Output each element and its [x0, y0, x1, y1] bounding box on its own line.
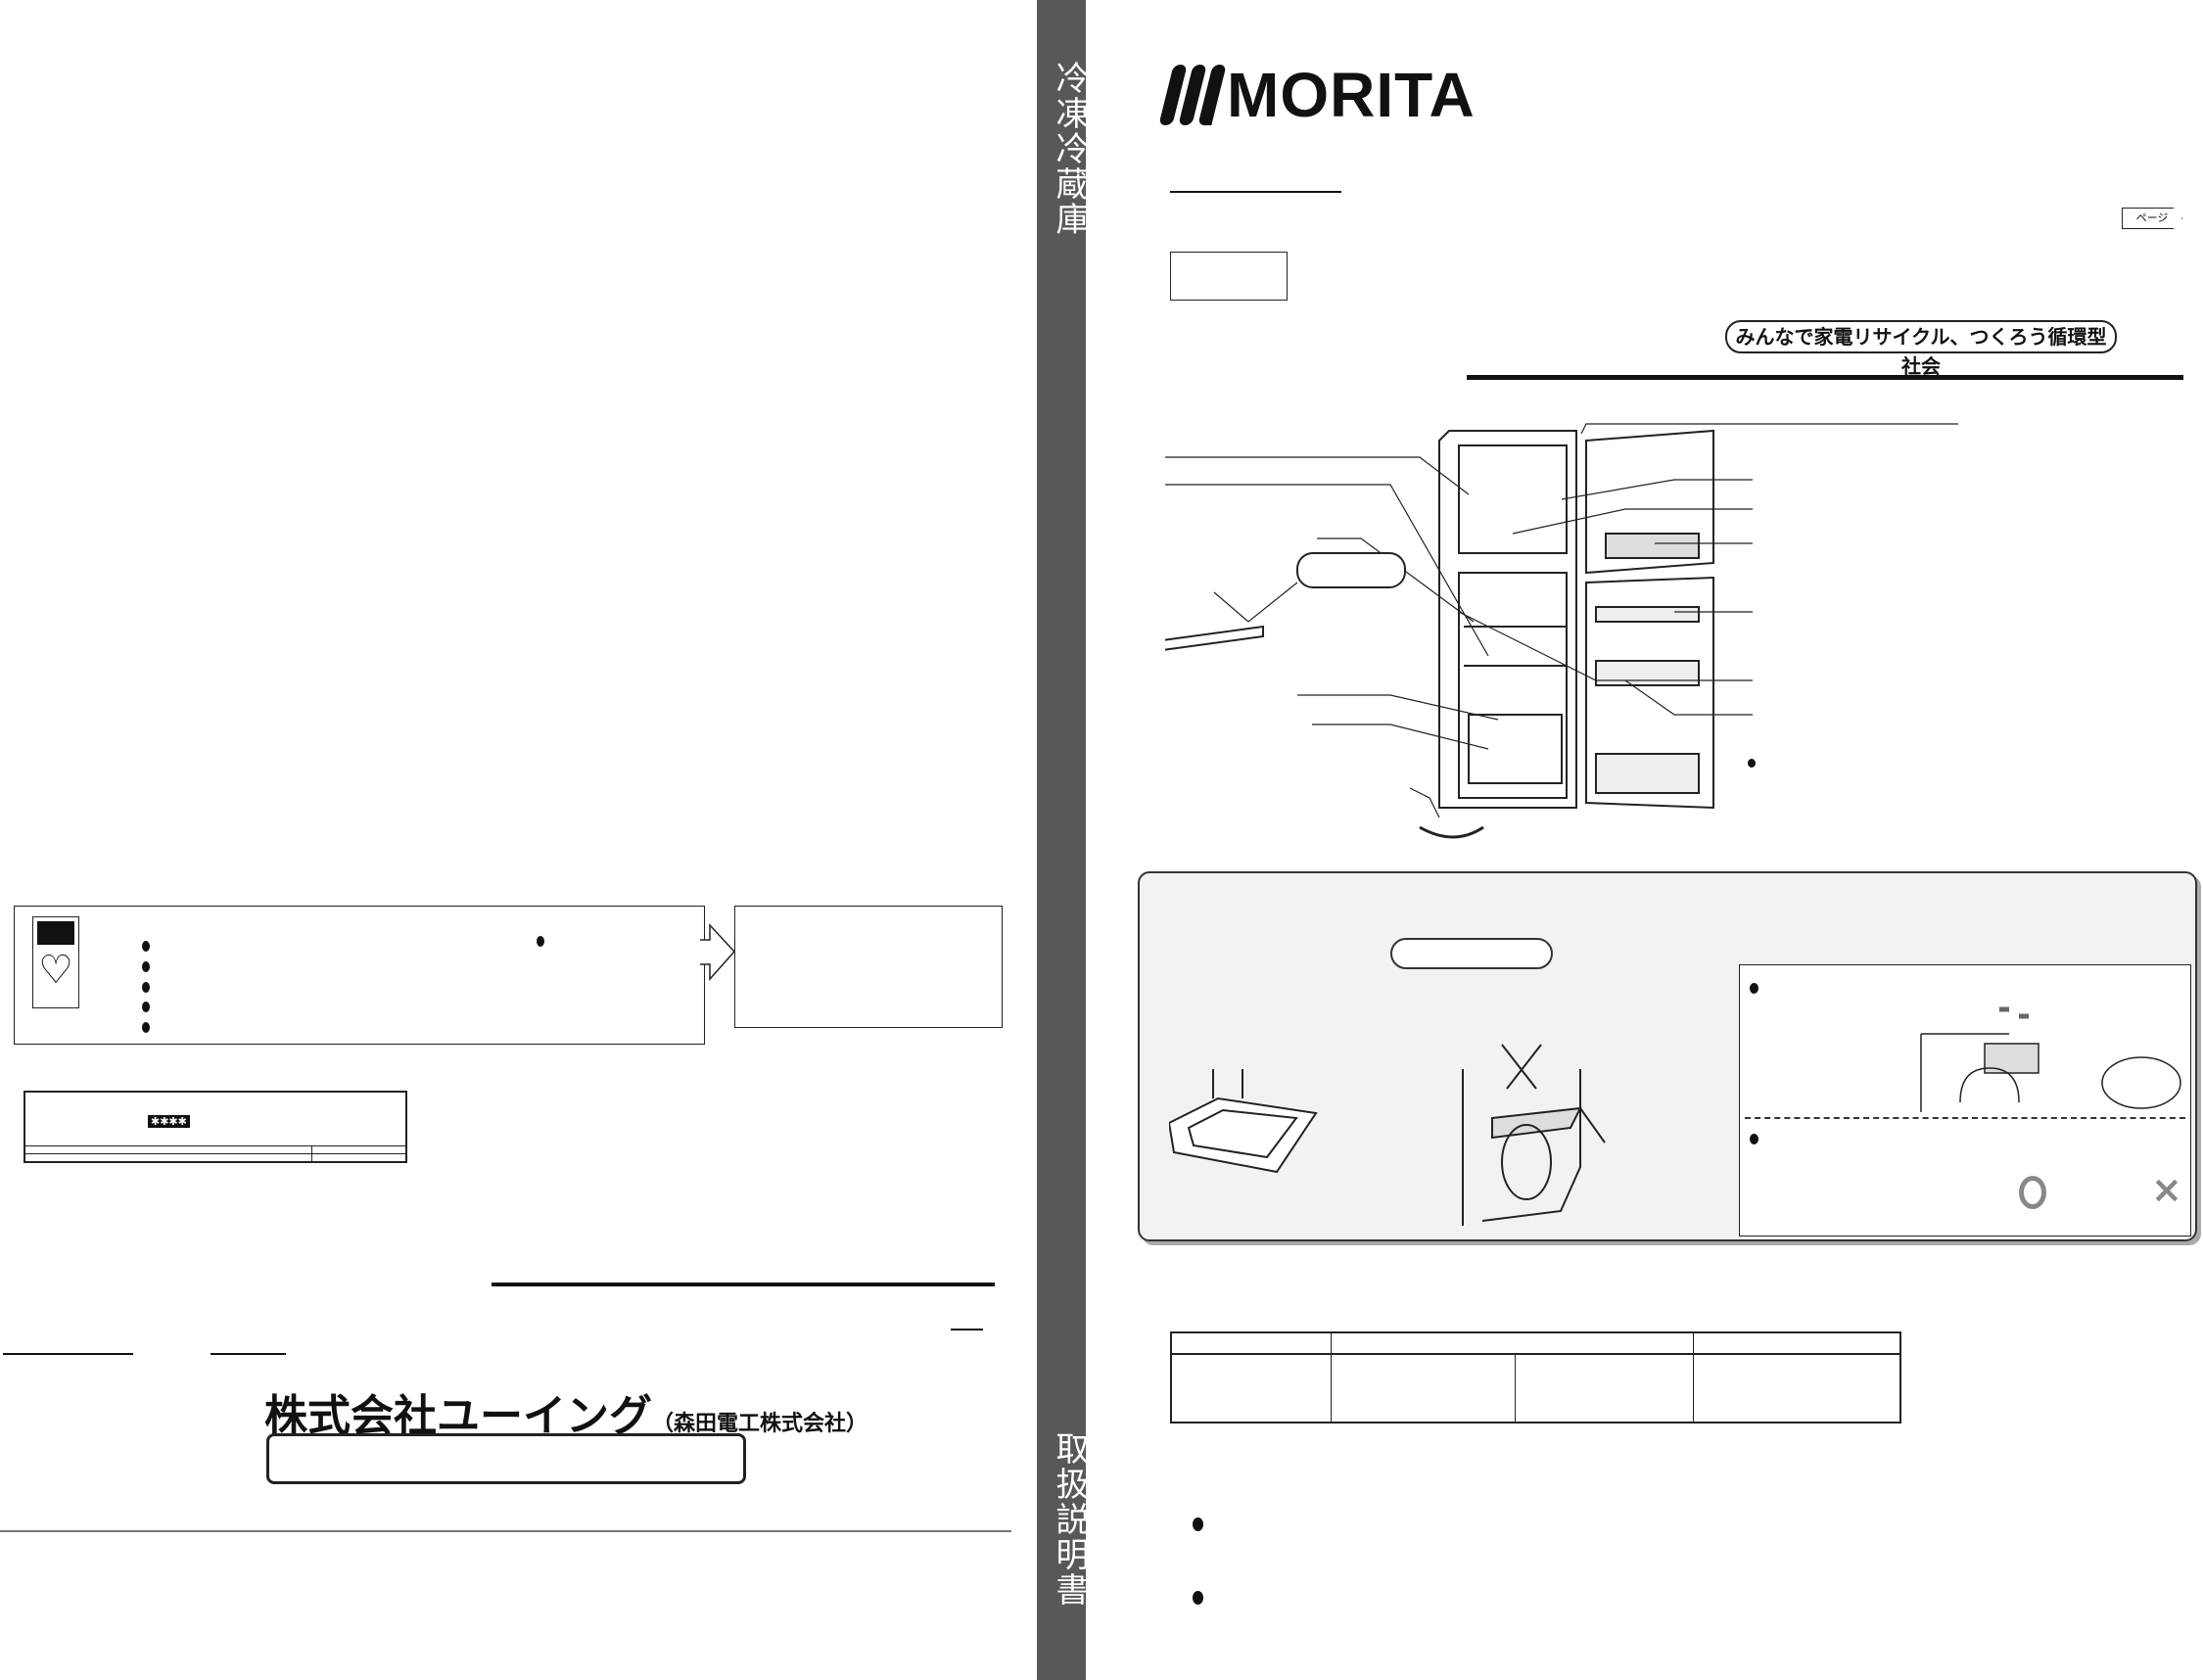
fridge-parts-diagram [1165, 423, 1958, 839]
table-header-cell [1331, 1332, 1694, 1354]
company-name-text: 株式会社ユーイング [264, 1391, 652, 1441]
bullet [1748, 759, 1756, 768]
arrow-right-icon [700, 923, 736, 981]
bullet [142, 961, 150, 972]
spec-table [1170, 1331, 1901, 1423]
vegetable-case [1468, 714, 1563, 784]
company-parent-text: （森田電工株式会社） [652, 1412, 868, 1436]
energy-saving-box: ♡ [14, 906, 705, 1045]
model-underline [1170, 191, 1341, 193]
bullet [1750, 983, 1758, 994]
wrong-x-icon: × [2151, 1168, 2182, 1211]
heart-plug-icon: ♡ [32, 916, 79, 1008]
bullet [142, 1002, 150, 1012]
freezer-rating-table: ✱✱✱✱ [23, 1091, 407, 1163]
ice-tray-illustration [1169, 1044, 1606, 1226]
bullet [1193, 1517, 1203, 1531]
egg-case-callout-panel: × [1138, 871, 2197, 1241]
fridge-door [1585, 576, 1714, 810]
section-rule [1467, 375, 2183, 380]
spine-band: 冷凍冷蔵庫 取扱説明書 [1037, 0, 1089, 1680]
part-callout-bubble [1296, 552, 1406, 588]
logo-text: MORITA [1227, 60, 1476, 130]
contact-info-box [734, 906, 1003, 1028]
model-box [1170, 252, 1288, 301]
mounting-diagram [1920, 1006, 2181, 1112]
table-cell [1693, 1354, 1900, 1423]
section-rule [492, 1283, 995, 1286]
table-cell [24, 1145, 312, 1154]
bottom-rule [0, 1530, 1011, 1532]
underline [951, 1329, 983, 1330]
bullet [142, 982, 150, 993]
fridge-compartment [1458, 572, 1568, 799]
table-header-cell [1171, 1332, 1332, 1354]
table-header-cell: ✱✱✱✱ [24, 1092, 406, 1146]
company-name: 株式会社ユーイング（森田電工株式会社） [264, 1380, 867, 1443]
underline [3, 1353, 133, 1355]
bullet [1750, 1134, 1758, 1144]
correct-circle-icon [2019, 1176, 2046, 1209]
bullet [537, 936, 544, 947]
bullet [142, 1022, 150, 1033]
table-header-cell [1693, 1332, 1900, 1354]
spine-title-top: 冷凍冷蔵庫 [1050, 61, 1089, 237]
separate-shelf [1165, 625, 1264, 651]
morita-logo: MORITA [1158, 60, 1476, 130]
table-cell [312, 1146, 407, 1153]
table-cell [1331, 1354, 1516, 1423]
freezer-door [1585, 429, 1714, 575]
page-arrow-icon: ページ [2122, 208, 2182, 229]
underline [211, 1353, 286, 1355]
recycle-slogan: みんなで家電リサイクル、つくろう循環型社会 [1725, 320, 2117, 378]
company-contact-box [266, 1433, 746, 1484]
table-cell [1515, 1354, 1694, 1423]
logo-mark-icon [1158, 65, 1227, 125]
table-cell [1171, 1354, 1332, 1423]
table-cell [24, 1153, 312, 1162]
bullet [142, 941, 150, 952]
star-freezer-icon: ✱✱✱✱ [148, 1114, 190, 1128]
table-cell [312, 1153, 407, 1162]
spine-title-bottom: 取扱説明書 [1050, 1431, 1089, 1608]
bullet [1193, 1591, 1203, 1605]
fridge-body [1438, 430, 1577, 809]
divider [1745, 1117, 2185, 1119]
callout-label-pill [1390, 938, 1553, 969]
freezer-compartment [1458, 444, 1568, 554]
installation-notes-box: × [1739, 964, 2191, 1237]
